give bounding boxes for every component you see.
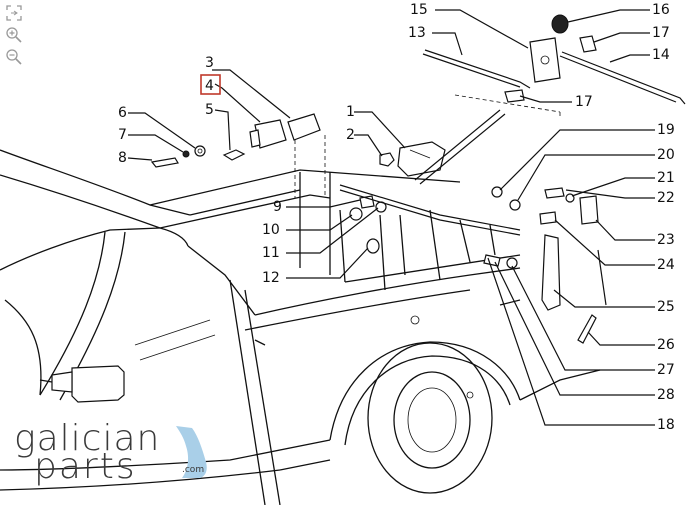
- brand-name-line1: galician: [14, 418, 161, 459]
- leader-lines: [127, 9, 655, 426]
- part-24-bracket: [539, 211, 557, 225]
- assembly-guide-lines: [294, 94, 561, 198]
- callout-3: 3: [205, 55, 214, 71]
- part-28-bolt: [483, 254, 501, 267]
- callout-19: 19: [657, 122, 675, 138]
- rod-cross-1: [339, 184, 521, 231]
- callout-7: 7: [118, 127, 127, 143]
- part-12-cap: [366, 238, 380, 254]
- callout-11: 11: [262, 245, 280, 261]
- part-23-clamp: [579, 195, 599, 225]
- part-13-rod: [424, 49, 531, 89]
- fullscreen-icon: [6, 5, 22, 21]
- part-16-grommet: [551, 14, 569, 34]
- callout-6: 6: [118, 105, 127, 121]
- zoom-in-icon: [6, 27, 22, 43]
- callout-13: 13: [408, 25, 426, 41]
- callout-23: 23: [657, 232, 675, 248]
- part-27-nut: [506, 257, 518, 269]
- callout-25: 25: [657, 299, 675, 315]
- part-21-bolt: [544, 187, 565, 199]
- callout-26: 26: [657, 337, 675, 353]
- callout-17-lower: 17: [575, 94, 593, 110]
- callout-14: 14: [652, 47, 670, 63]
- callout-16: 16: [652, 2, 670, 18]
- rod-cross-2: [414, 109, 501, 181]
- callout-18: 18: [657, 417, 675, 433]
- callout-labels: 1 2 3 4 5 6 7 8 9 10 11 12 13 14 15 16 1…: [118, 2, 675, 433]
- callout-2: 2: [346, 127, 355, 143]
- callout-22: 22: [657, 190, 675, 206]
- callout-17-top: 17: [652, 25, 670, 41]
- zoom-in-button[interactable]: [5, 26, 25, 44]
- part-10-nut: [349, 207, 363, 221]
- part-19-nut: [491, 186, 503, 198]
- car-body-outline: [0, 149, 601, 505]
- part-26-pin: [577, 314, 597, 344]
- part-17-clip: [579, 35, 597, 53]
- fullscreen-button[interactable]: [5, 4, 25, 22]
- callout-21: 21: [657, 170, 675, 186]
- callout-24: 24: [657, 257, 675, 273]
- part-6-washer: [194, 145, 206, 157]
- part-8-screw: [150, 157, 179, 168]
- callout-5: 5: [205, 102, 214, 118]
- callout-12: 12: [262, 270, 280, 286]
- callout-15: 15: [410, 2, 428, 18]
- callout-27: 27: [657, 362, 675, 378]
- callout-4-highlight-box: [200, 74, 221, 95]
- callout-9: 9: [273, 199, 282, 215]
- callout-8: 8: [118, 150, 127, 166]
- part-14-rod: [561, 51, 686, 105]
- parts: [150, 14, 686, 344]
- zoom-out-icon: [6, 49, 22, 65]
- callout-4: 4: [205, 78, 214, 94]
- part-25-strap: [541, 234, 561, 311]
- part-2-nut: [379, 152, 395, 167]
- zoom-out-button[interactable]: [5, 48, 25, 66]
- brand-watermark: galician parts .com: [12, 418, 222, 490]
- part-15-hinge: [529, 37, 561, 83]
- callout-20: 20: [657, 147, 675, 163]
- callout-28: 28: [657, 387, 675, 403]
- brand-suffix: .com: [182, 465, 205, 475]
- callout-1: 1: [346, 104, 355, 120]
- brand-name-line2: parts: [34, 446, 137, 487]
- brand-logo-shape: [176, 426, 207, 478]
- part-20-nut: [509, 199, 521, 211]
- part-1-latch: [397, 141, 446, 177]
- part-5-bolt: [222, 149, 246, 161]
- callout-10: 10: [262, 222, 280, 238]
- part-7-spring-washer: [182, 150, 190, 158]
- part-3-pad: [287, 113, 321, 141]
